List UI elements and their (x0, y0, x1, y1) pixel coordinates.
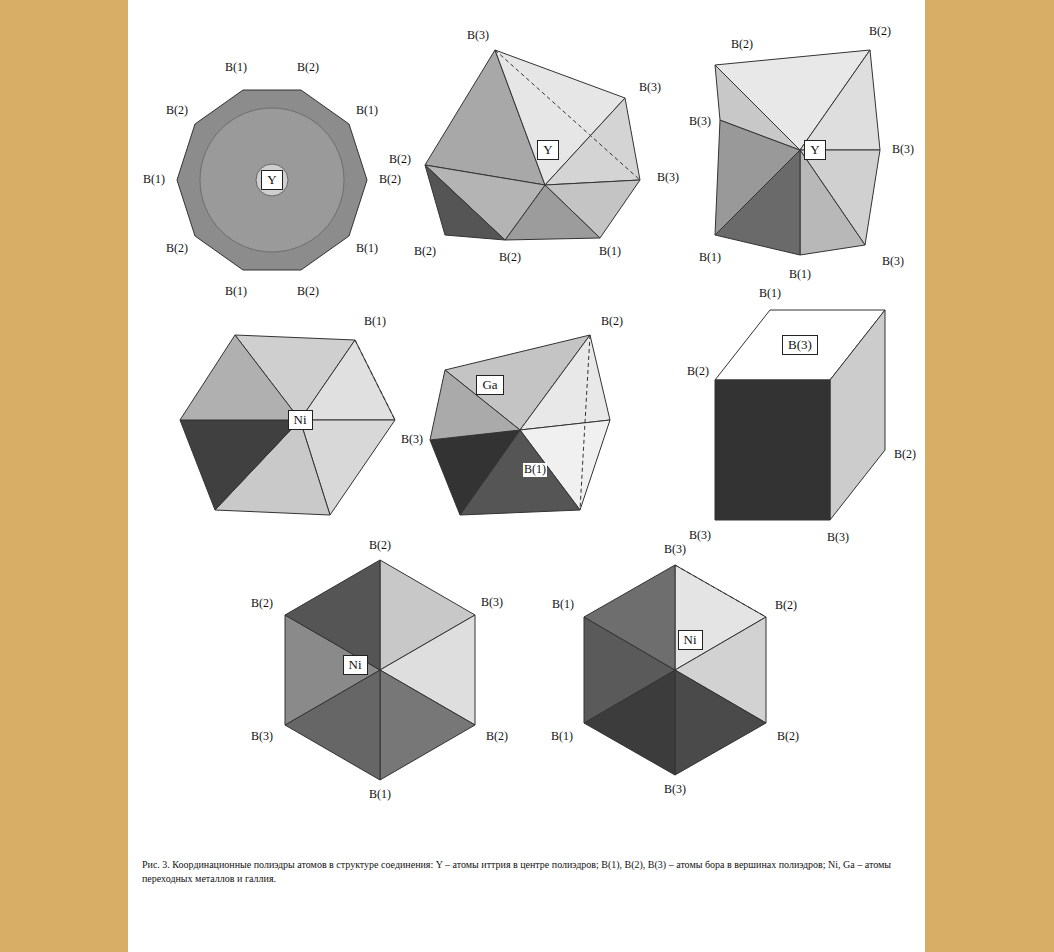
atom-center-box: Ni (343, 655, 368, 675)
vertex-label: B(1) (550, 730, 574, 743)
vertex-label: B(3) (250, 730, 274, 743)
atom-center-box: Ni (288, 410, 313, 430)
vertex-label: B(3) (663, 783, 687, 796)
atom-label: Ni (684, 632, 697, 648)
vertex-label: B(3) (688, 529, 712, 542)
vertex-label: B(2) (686, 365, 710, 378)
atom-center-box: Ga (476, 375, 503, 395)
vertex-label: B(2) (378, 173, 402, 186)
vertex-label: B(2) (296, 61, 320, 74)
vertex-label: B(2) (485, 730, 509, 743)
vertex-label: B(1) (355, 104, 379, 117)
atom-label: Ni (349, 657, 362, 673)
vertex-label: B(1) (224, 61, 248, 74)
atom-label: Y (267, 172, 276, 188)
vertex-label: B(1) (142, 173, 166, 186)
vertex-label: B(2) (250, 597, 274, 610)
vertex-label: B(3) (656, 171, 680, 184)
atom-label: Ga (482, 377, 497, 393)
atom-center-box: Y (804, 140, 825, 160)
atom-label: Ni (294, 412, 307, 428)
vertex-label: B(2) (498, 251, 522, 264)
vertex-label: B(3) (400, 433, 424, 446)
vertex-label: B(3) (466, 29, 490, 42)
vertex-label: B(1) (598, 245, 622, 258)
vertex-label: B(3) (881, 255, 905, 268)
vertex-label: B(3) (688, 115, 712, 128)
vertex-label: B(2) (774, 599, 798, 612)
vertex-label: B(3) (638, 81, 662, 94)
vertex-label: B(2) (776, 730, 800, 743)
figure-caption: Рис. 3. Координационные полиэдры атомов … (142, 858, 912, 885)
vertex-label: B(2) (868, 25, 892, 38)
vertex-label: B(1) (523, 463, 547, 476)
atom-center-box: Y (261, 170, 282, 190)
vertex-label: B(2) (165, 104, 189, 117)
vertex-label: B(1) (758, 287, 782, 300)
vertex-label: B(2) (368, 539, 392, 552)
vertex-label: B(1) (363, 315, 387, 328)
vertex-label: B(2) (413, 245, 437, 258)
vertex-label: B(2) (388, 153, 412, 166)
vertex-label: B(3) (663, 543, 687, 556)
vertex-label: B(3) (826, 531, 850, 544)
vertex-label: B(2) (893, 448, 917, 461)
vertex-label: B(3) (480, 596, 504, 609)
vertex-label: B(1) (355, 242, 379, 255)
vertex-label: B(1) (788, 268, 812, 281)
vertex-label: B(1) (698, 251, 722, 264)
vertex-label: B(2) (600, 315, 624, 328)
vertex-label: B(1) (551, 598, 575, 611)
atom-label: Y (543, 142, 552, 158)
atom-center-box: B(3) (782, 335, 818, 355)
vertex-label: B(2) (165, 242, 189, 255)
atom-center-box: Y (537, 140, 558, 160)
atom-center-box: Ni (678, 630, 703, 650)
vertex-label: B(3) (891, 143, 915, 156)
atom-label: B(3) (788, 337, 812, 353)
vertex-label: B(2) (296, 285, 320, 298)
vertex-label: B(1) (368, 788, 392, 801)
atom-label: Y (810, 142, 819, 158)
vertex-label: B(2) (730, 38, 754, 51)
vertex-label: B(1) (224, 285, 248, 298)
